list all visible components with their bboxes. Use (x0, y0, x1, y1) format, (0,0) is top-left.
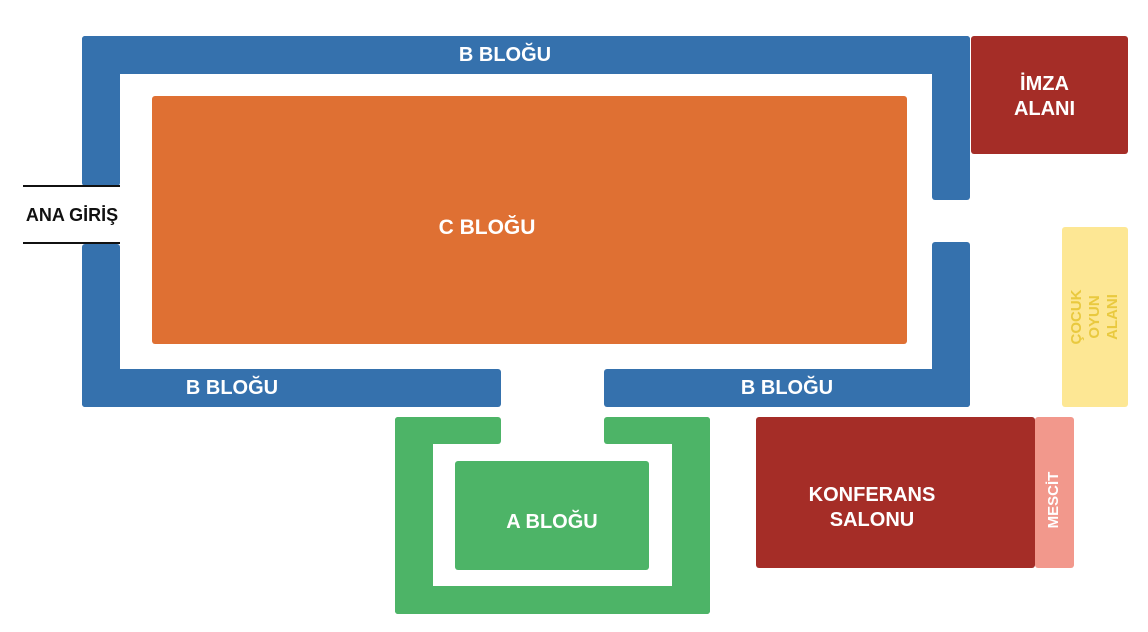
mescit-label: MESCİT (1045, 471, 1062, 529)
cocuk-oyun-area-label: ÇOCUK OYUN ALANI (1068, 289, 1121, 345)
imza-area (971, 36, 1128, 154)
a-block-frame-top-left (395, 417, 501, 444)
c-block (152, 96, 907, 344)
a-block-inner (455, 461, 649, 570)
entrance-line-top (23, 185, 120, 187)
cocuk-oyun-area (1062, 227, 1128, 407)
a-block-label: A BLOĞU (506, 510, 598, 533)
b-block-bottom-right-bar (604, 369, 970, 407)
entrance-label: ANA GİRİŞ (25, 204, 119, 225)
c-block-label: C BLOĞU (438, 216, 536, 240)
b-block-left-wall-upper (82, 36, 120, 186)
a-block-frame-bottom (395, 586, 710, 614)
b-block-bottom-left-bar (82, 369, 501, 407)
b-block-top-label: B BLOĞU (458, 43, 552, 66)
konferans-salonu (756, 417, 1035, 568)
konferans-salonu-label: KONFERANS SALONU (808, 484, 936, 531)
a-block-frame-top-right (604, 417, 710, 444)
b-block-right-wall-upper (932, 36, 970, 200)
a-block-frame-right (672, 417, 710, 614)
entrance-line-bottom (23, 242, 120, 244)
mescit (1035, 417, 1074, 568)
a-block-frame-left (395, 417, 433, 614)
b-block-top-bar (82, 36, 970, 74)
b-block-bottom-left-label: B BLOĞU (185, 376, 279, 399)
imza-area-label: İMZA ALANI (1013, 73, 1076, 120)
b-block-bottom-right-label: B BLOĞU (740, 376, 834, 399)
